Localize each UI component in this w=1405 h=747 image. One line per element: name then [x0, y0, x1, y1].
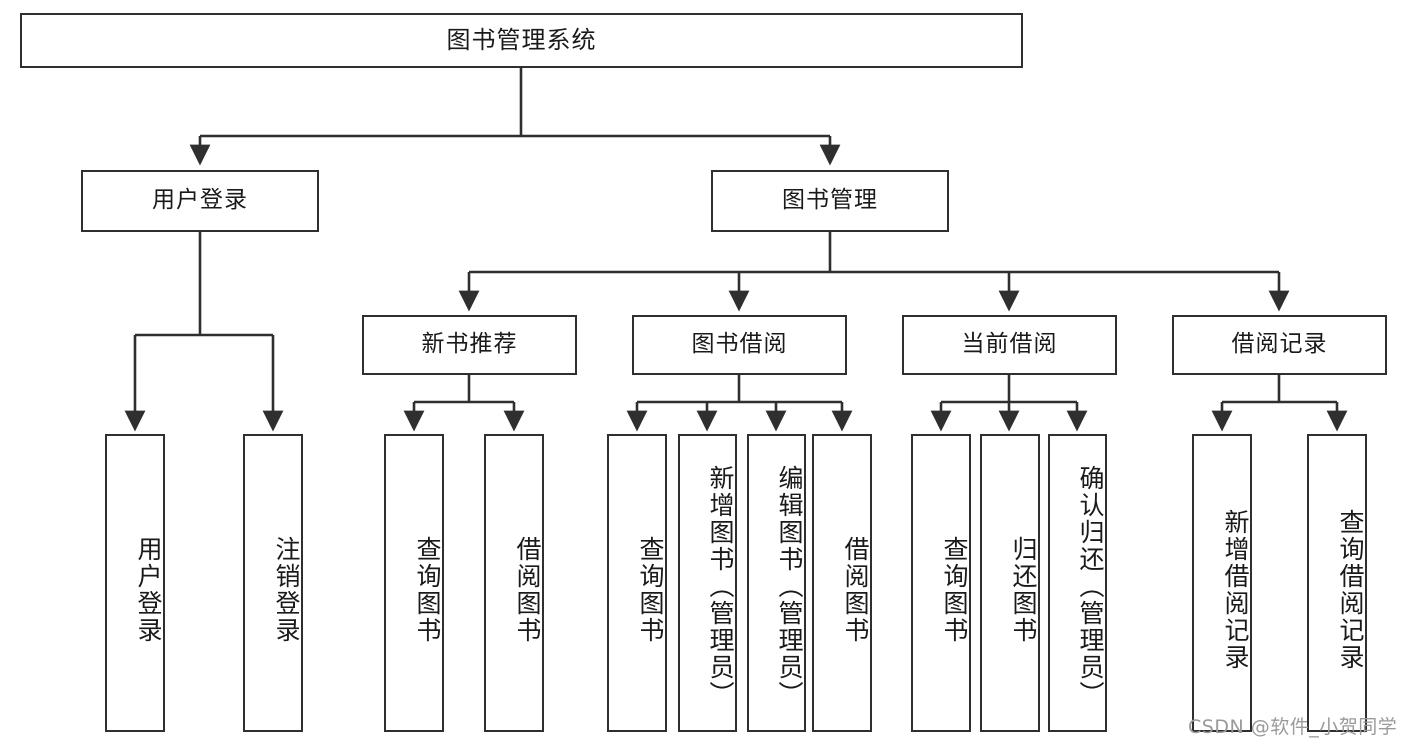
leaf-query-book-current[interactable]: 查询图书 [911, 434, 971, 732]
leaf-user-login[interactable]: 用户登录 [105, 434, 165, 732]
node-current-borrow[interactable]: 当前借阅 [902, 315, 1117, 375]
leaf-return-book[interactable]: 归还图书 [980, 434, 1040, 732]
node-root-library-management-system[interactable]: 图书管理系统 [20, 13, 1023, 68]
leaf-logout-login[interactable]: 注销登录 [243, 434, 303, 732]
leaf-borrow-book[interactable]: 借阅图书 [812, 434, 872, 732]
node-user-login[interactable]: 用户登录 [81, 170, 319, 232]
leaf-query-book-borrow[interactable]: 查询图书 [607, 434, 667, 732]
leaf-query-borrow-record[interactable]: 查询借阅记录 [1307, 434, 1367, 732]
leaf-confirm-return-admin[interactable]: 确认归还（管理员） [1048, 434, 1107, 732]
node-borrow-record[interactable]: 借阅记录 [1172, 315, 1387, 375]
leaf-add-borrow-record[interactable]: 新增借阅记录 [1192, 434, 1252, 732]
leaf-query-book-recommend[interactable]: 查询图书 [384, 434, 444, 732]
node-book-borrow[interactable]: 图书借阅 [632, 315, 847, 375]
node-new-book-recommendation[interactable]: 新书推荐 [362, 315, 577, 375]
leaf-add-book-admin[interactable]: 新增图书（管理员） [678, 434, 737, 732]
node-book-management[interactable]: 图书管理 [711, 170, 949, 232]
leaf-borrow-book-recommend[interactable]: 借阅图书 [484, 434, 544, 732]
leaf-edit-book-admin[interactable]: 编辑图书（管理员） [747, 434, 806, 732]
csdn-watermark: CSDN @软件_小贺同学 [1188, 716, 1398, 738]
